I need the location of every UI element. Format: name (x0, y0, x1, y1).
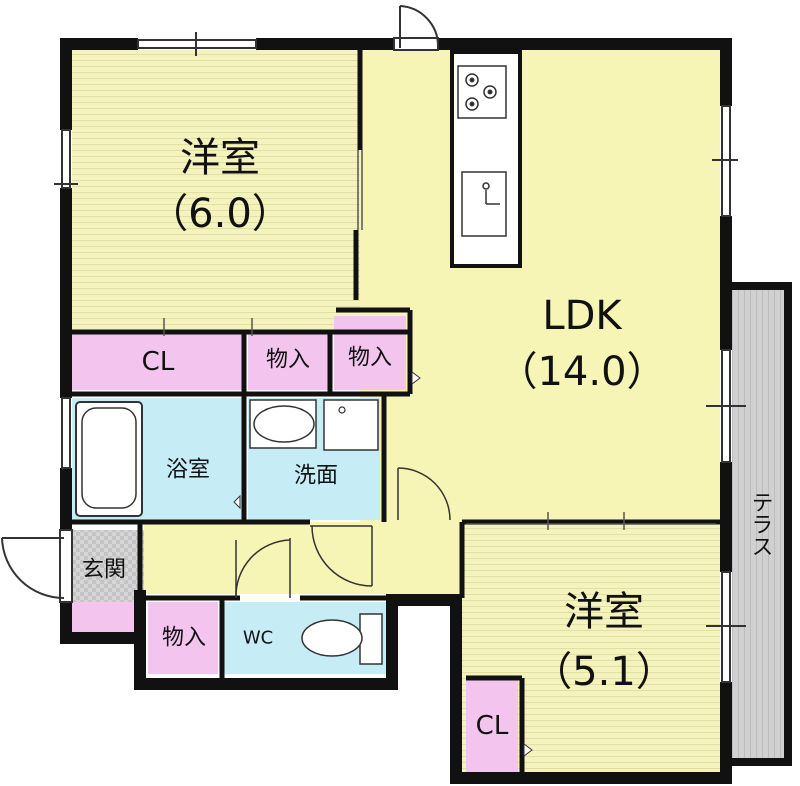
ldk-floor (360, 50, 720, 522)
storage-1-floor (248, 332, 328, 390)
closet-2-label: CL (476, 711, 509, 741)
toilet-label: WC (243, 628, 273, 649)
closet-1-floor (72, 332, 242, 390)
washroom-label: 洗面 (294, 464, 338, 489)
bathroom-label: 浴室 (166, 458, 210, 483)
interior-walls (72, 50, 720, 772)
western-room-2-name: 洋室 (564, 589, 644, 635)
washing-machine-pan (323, 399, 379, 451)
kitchen-counter (450, 50, 522, 268)
ldk-name: LDK (542, 293, 623, 339)
windows (54, 32, 746, 683)
bathtub (75, 401, 143, 517)
western-room-1-floor (72, 50, 360, 332)
entrance-step (72, 602, 144, 632)
terrace-railing (732, 282, 792, 766)
closet-1-label: CL (142, 347, 175, 377)
western-room-1-name: 洋室 (180, 135, 260, 181)
storage-1-label: 物入 (266, 348, 310, 373)
ldk-size: （14.0） (497, 349, 666, 395)
storage-3-floor (148, 602, 218, 674)
storage-2-label: 物入 (348, 346, 392, 371)
western-room-2-size: （5.1） (532, 649, 676, 695)
hall-floor (144, 522, 462, 594)
western-room-1-size: （6.0） (148, 191, 292, 237)
entrance-floor (72, 530, 144, 602)
terrace-floor (732, 290, 786, 758)
entrance-label: 玄関 (82, 558, 126, 583)
entrance-door (1, 529, 73, 603)
sliding-doors (163, 150, 716, 530)
top-door (393, 5, 440, 51)
closet-2-floor (466, 680, 518, 772)
wash-basin (249, 399, 317, 449)
terrace-label: テラス (748, 491, 773, 557)
toilet-fixture (301, 613, 383, 665)
door-markers (233, 371, 533, 757)
storage-3-label: 物入 (162, 626, 206, 651)
swing-doors (235, 467, 451, 599)
storage-2-floor (334, 316, 406, 390)
outer-walls (60, 38, 732, 784)
